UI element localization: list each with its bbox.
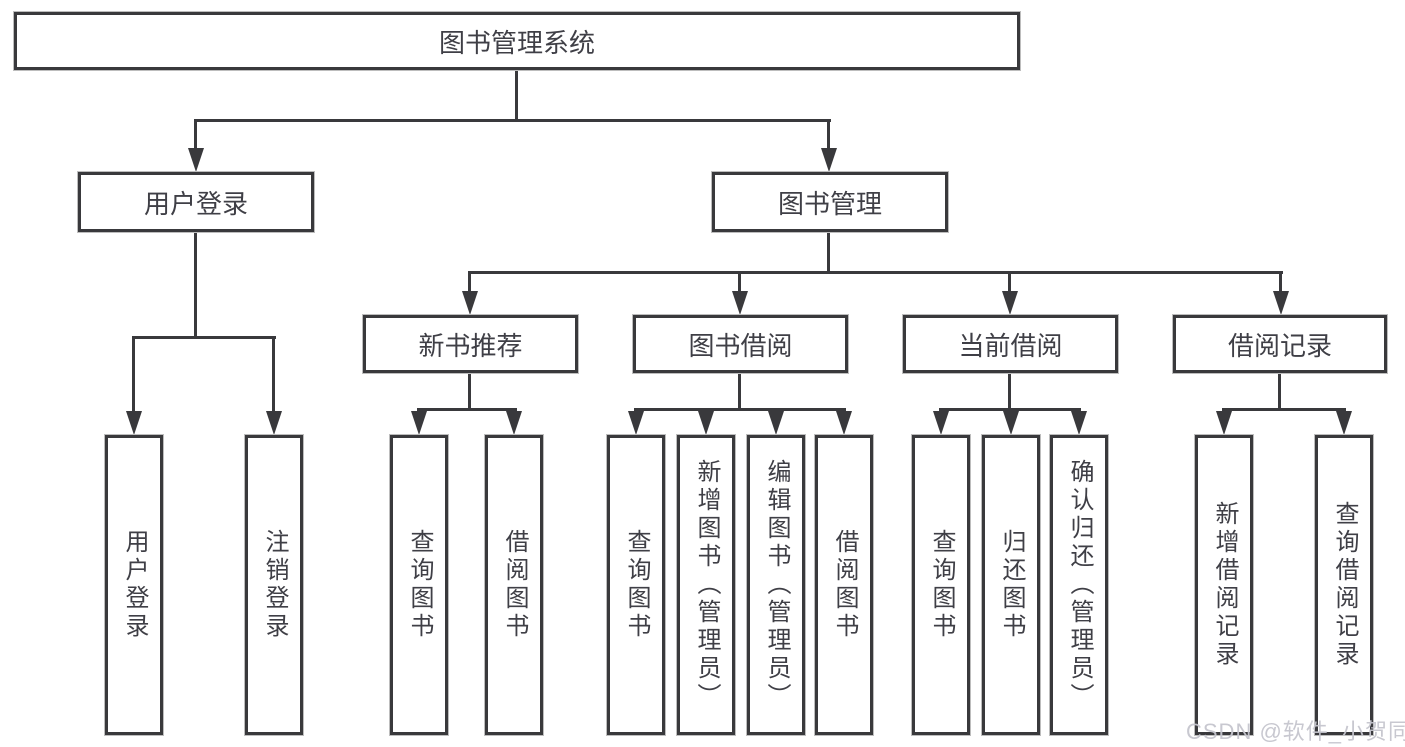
connector-line: [194, 119, 831, 122]
connector-line: [515, 70, 518, 122]
arrow-down-icon: [126, 411, 142, 435]
arrow-down-icon: [732, 291, 748, 315]
arrow-down-icon: [1071, 411, 1087, 435]
watermark: CSDN @软件_小贺同学: [1186, 719, 1405, 744]
leaf-confirm-return-admin: 确认归还（管理员）: [1050, 435, 1108, 735]
leaf-add-books-admin: 新增图书（管理员）: [677, 435, 735, 735]
leaf-user-login: 用户登录: [105, 435, 163, 735]
connector-line: [132, 336, 276, 339]
connector-line: [827, 232, 830, 274]
connector-line: [738, 271, 741, 293]
leaf-query-books: 查询图书: [390, 435, 448, 735]
connector-line: [1222, 408, 1346, 411]
arrow-down-icon: [1002, 291, 1018, 315]
connector-line: [1008, 373, 1011, 411]
arrow-down-icon: [1273, 291, 1289, 315]
connector-line: [738, 373, 741, 411]
arrow-down-icon: [1216, 411, 1232, 435]
leaf-logout-login: 注销登录: [245, 435, 303, 735]
arrow-down-icon: [506, 411, 522, 435]
connector-line: [194, 232, 197, 339]
arrow-down-icon: [821, 148, 837, 172]
connector-line: [827, 119, 830, 150]
arrow-down-icon: [836, 411, 852, 435]
arrow-down-icon: [411, 411, 427, 435]
arrow-down-icon: [698, 411, 714, 435]
connector-line: [939, 408, 1081, 411]
connector-line: [1279, 271, 1282, 293]
connector-line: [1278, 373, 1281, 411]
arrow-down-icon: [266, 411, 282, 435]
arrow-down-icon: [462, 291, 478, 315]
connector-line: [468, 373, 471, 411]
arrow-down-icon: [188, 148, 204, 172]
connector-line: [468, 271, 1283, 274]
connector-line: [1008, 271, 1011, 293]
leaf-query-borrow-record: 查询借阅记录: [1315, 435, 1373, 735]
node-current-borrow: 当前借阅: [903, 315, 1118, 373]
leaf-add-borrow-record: 新增借阅记录: [1195, 435, 1253, 735]
leaf-return-books: 归还图书: [982, 435, 1040, 735]
arrow-down-icon: [1003, 411, 1019, 435]
leaf-borrow-books: 借阅图书: [815, 435, 873, 735]
node-library-management-system: 图书管理系统: [14, 12, 1020, 70]
connector-line: [194, 119, 197, 150]
connector-line: [417, 408, 517, 411]
arrow-down-icon: [768, 411, 784, 435]
connector-line: [272, 336, 275, 414]
connector-line: [468, 271, 471, 293]
node-book-borrow: 图书借阅: [633, 315, 848, 373]
leaf-query-books: 查询图书: [607, 435, 665, 735]
leaf-edit-books-admin: 编辑图书（管理员）: [747, 435, 805, 735]
arrow-down-icon: [933, 411, 949, 435]
leaf-query-books: 查询图书: [912, 435, 970, 735]
connector-line: [634, 408, 846, 411]
leaf-borrow-books: 借阅图书: [485, 435, 543, 735]
connector-line: [132, 336, 135, 414]
node-new-book-recommend: 新书推荐: [363, 315, 578, 373]
node-borrow-records: 借阅记录: [1173, 315, 1387, 373]
node-user-login: 用户登录: [78, 172, 314, 232]
node-book-management: 图书管理: [712, 172, 948, 232]
arrow-down-icon: [628, 411, 644, 435]
arrow-down-icon: [1336, 411, 1352, 435]
